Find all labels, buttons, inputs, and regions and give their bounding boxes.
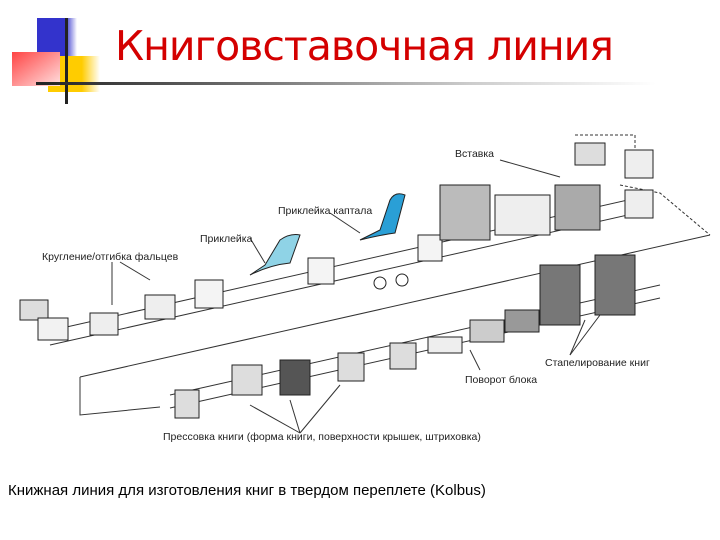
cover-feeder: [574, 142, 606, 166]
label-insertion: Вставка: [455, 148, 494, 160]
press-unit: [194, 279, 224, 309]
headband-roll: [359, 193, 406, 241]
book-line-diagram: Вставка Приклейка каптала Приклейка Круг…: [19, 134, 711, 443]
book-block: [37, 317, 69, 341]
press-block-2: [231, 364, 263, 396]
case-stack: [439, 184, 491, 241]
roller-1: [373, 276, 387, 290]
return-loop-right: [619, 184, 711, 236]
cover-unit-bottom: [624, 189, 654, 219]
glue-roll-light: [249, 234, 301, 276]
backing-unit: [144, 294, 176, 320]
press-block-3: [279, 359, 311, 396]
deco-vertical-line: [65, 18, 68, 104]
label-rounding: Кругление/отгибка фальцев: [42, 251, 179, 263]
rounding-unit: [89, 312, 119, 336]
glue-unit: [307, 257, 335, 285]
slide-caption: Книжная линия для изготовления книг в тв…: [8, 482, 486, 499]
press-block-1: [174, 389, 200, 419]
label-headband: Приклейка каптала: [278, 205, 372, 217]
label-pressing: Прессовка книги (форма книги, поверхност…: [163, 431, 481, 443]
turn-block-3: [504, 309, 540, 333]
book-stack-1: [539, 264, 581, 326]
deco-red-square: [12, 52, 60, 86]
feeder-unit: [19, 299, 49, 321]
return-loop-left: [79, 377, 161, 416]
turn-block-1: [427, 336, 463, 354]
cover-unit-top: [624, 149, 654, 179]
insertion-arrow: [575, 134, 636, 150]
book-stack-2: [594, 254, 636, 316]
roller-2: [395, 273, 409, 287]
page-title: Книговставочная линия: [115, 22, 614, 70]
insertion-unit: [554, 184, 601, 231]
press-block-5: [389, 342, 417, 370]
label-turning: Поворот блока: [465, 374, 537, 386]
title-underline: [36, 82, 656, 85]
deco-blue-square: [37, 18, 77, 56]
press-block-4: [337, 352, 365, 382]
label-stacking: Стапелирование книг: [545, 357, 650, 369]
casing-in-unit: [494, 194, 551, 236]
headband-unit: [417, 234, 443, 262]
label-gluing: Приклейка: [200, 233, 253, 245]
turn-block-2: [469, 319, 505, 343]
